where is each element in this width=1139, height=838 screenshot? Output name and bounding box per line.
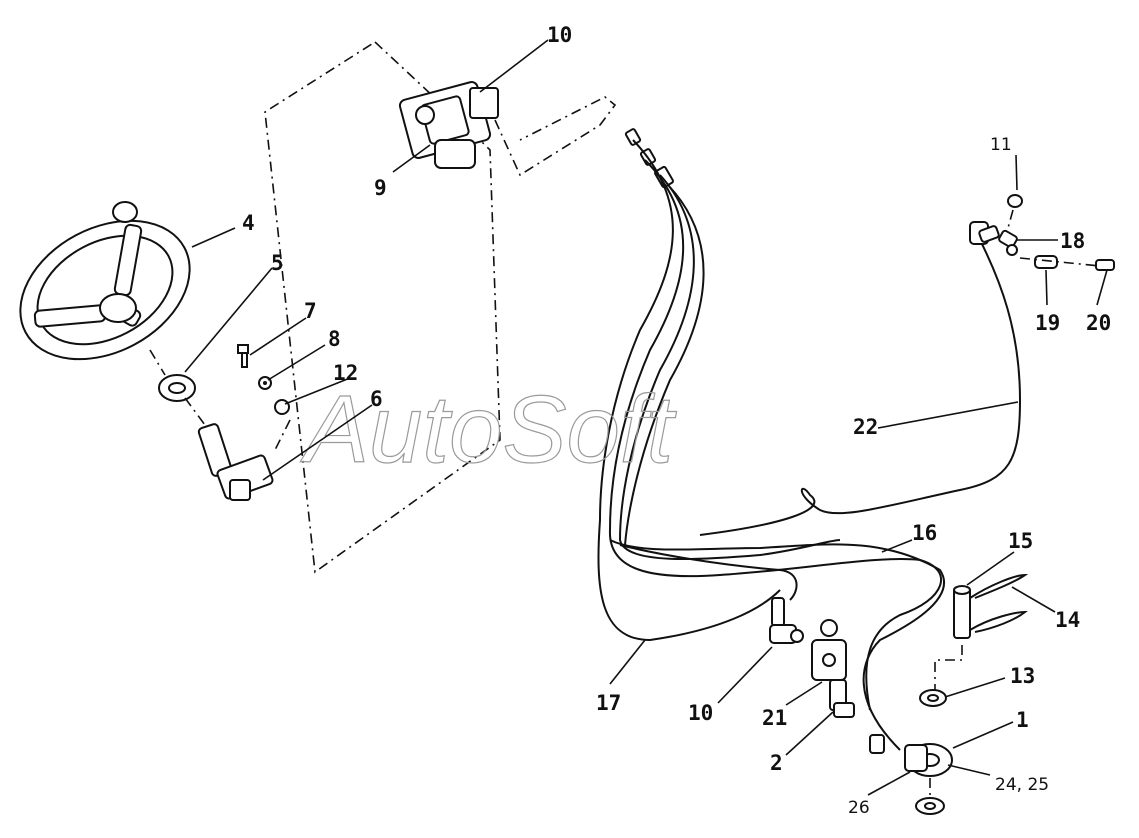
hose-fittings-top — [624, 128, 674, 189]
callout-13: 13 — [1010, 664, 1035, 688]
steering-wheel — [19, 201, 191, 361]
callout-9: 9 — [374, 176, 387, 200]
cylinder-end-1 — [904, 743, 953, 777]
cap-11 — [1007, 194, 1023, 208]
callout-2: 2 — [770, 751, 783, 775]
callout-7: 7 — [304, 299, 317, 323]
callout-21: 21 — [762, 706, 787, 730]
return-hose — [699, 239, 1022, 536]
callout-12: 12 — [333, 361, 358, 385]
wheel-knob — [112, 201, 138, 223]
callout-5: 5 — [271, 251, 284, 275]
washer — [274, 399, 290, 415]
hub-cap — [158, 374, 196, 402]
callout-24-25: 24, 25 — [995, 775, 1049, 795]
return-hose-elbow — [969, 221, 1000, 245]
callout-10-bottom: 10 — [688, 701, 713, 725]
lower-elbow-fitting — [769, 597, 804, 644]
callout-18: 18 — [1060, 229, 1085, 253]
callout-22: 22 — [853, 415, 878, 439]
callout-8: 8 — [328, 327, 341, 351]
callout-10-top: 10 — [547, 23, 572, 47]
callout-6: 6 — [370, 387, 383, 411]
steering-column — [197, 423, 274, 501]
bracket-21 — [811, 619, 847, 711]
leader-lines — [184, 39, 1108, 796]
steering-valve — [398, 81, 499, 169]
washer-26 — [915, 797, 945, 815]
hub-axis-dash — [184, 397, 206, 426]
callout-17: 17 — [596, 691, 621, 715]
fitting-2 — [833, 702, 885, 754]
callout-4: 4 — [242, 211, 255, 235]
wheel-hub — [99, 293, 137, 323]
callout-11: 11 — [990, 135, 1012, 155]
clip-14 — [969, 573, 1029, 633]
wheel-axis-dash — [149, 349, 166, 376]
bolt — [237, 344, 249, 368]
adapter-axis-dash — [1019, 257, 1101, 267]
cap-axis-dash — [1007, 209, 1014, 229]
adapter-19 — [1034, 255, 1058, 269]
watermark: AutoSoft — [300, 376, 677, 483]
valve-hose-connector — [494, 96, 617, 177]
adapter-18 — [998, 229, 1018, 256]
adapter-20 — [1095, 259, 1115, 271]
pin-15 — [953, 585, 971, 639]
assembly-boundary — [264, 41, 501, 574]
callout-26: 26 — [848, 798, 870, 818]
pin-axis-dash — [934, 645, 963, 690]
callout-20: 20 — [1086, 311, 1111, 335]
washer-13 — [919, 689, 947, 707]
callout-15: 15 — [1008, 529, 1033, 553]
callout-16: 16 — [912, 521, 937, 545]
callout-19: 19 — [1035, 311, 1060, 335]
hose-bundle — [597, 139, 945, 751]
callout-14: 14 — [1055, 608, 1080, 632]
callout-1: 1 — [1016, 708, 1029, 732]
bolt-axis-dash — [274, 419, 291, 451]
